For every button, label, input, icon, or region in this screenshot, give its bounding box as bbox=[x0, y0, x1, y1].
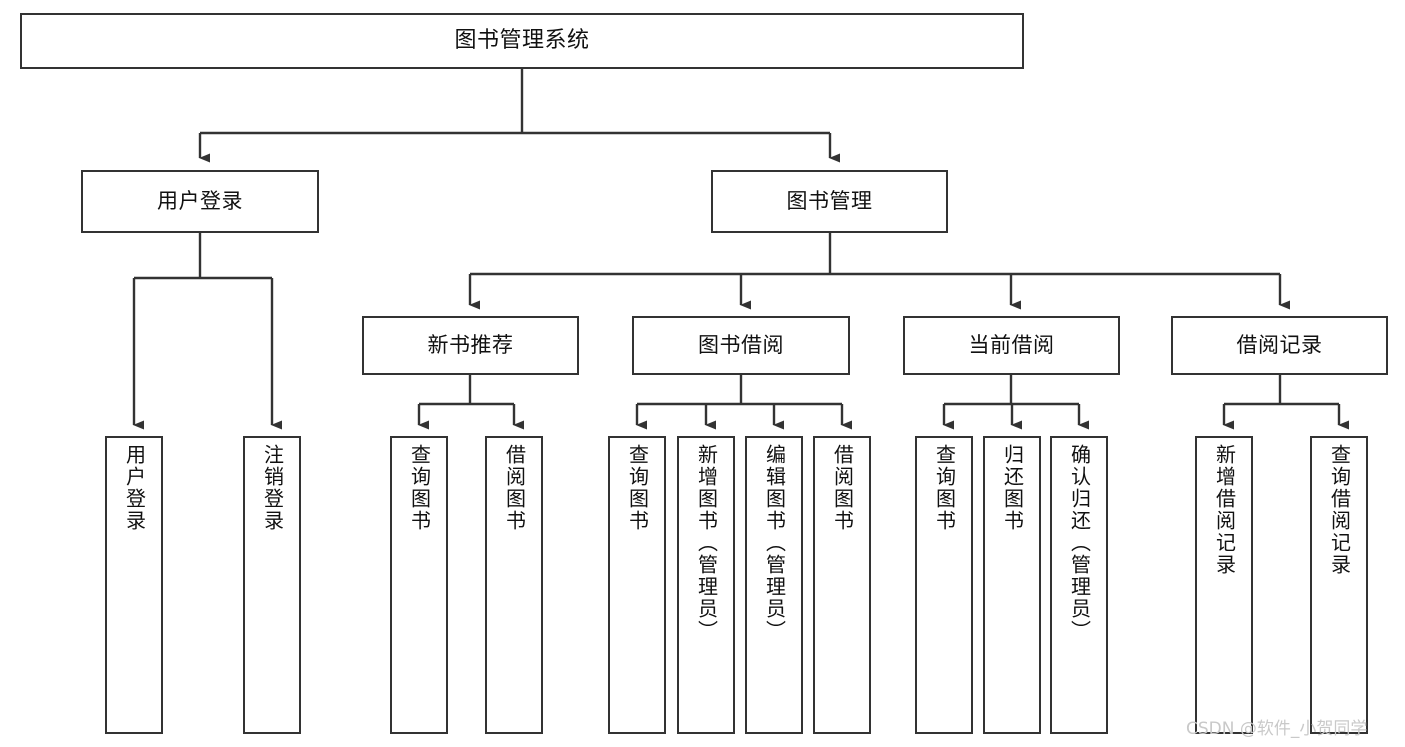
node-label: 图书管理 bbox=[786, 189, 873, 214]
node-label: 借阅图书 bbox=[830, 444, 855, 532]
node-label: 查询图书 bbox=[625, 444, 650, 532]
leaf-query-books-borrow[interactable]: 查询图书 bbox=[608, 436, 666, 734]
node-label: 新书推荐 bbox=[427, 333, 514, 358]
leaf-borrow-books[interactable]: 借阅图书 bbox=[813, 436, 871, 734]
node-label: 借阅图书 bbox=[502, 444, 527, 532]
node-current-borrow[interactable]: 当前借阅 bbox=[903, 316, 1120, 375]
node-new-book-recommendation[interactable]: 新书推荐 bbox=[362, 316, 579, 375]
node-label: 注销登录 bbox=[260, 444, 285, 532]
leaf-add-borrow-record[interactable]: 新增借阅记录 bbox=[1195, 436, 1253, 734]
node-label: 查询借阅记录 bbox=[1327, 444, 1352, 576]
leaf-query-books-recommend[interactable]: 查询图书 bbox=[390, 436, 448, 734]
node-label: 当前借阅 bbox=[968, 333, 1055, 358]
node-label: 图书管理系统 bbox=[454, 28, 590, 54]
node-label: 编辑图书（管理员） bbox=[762, 444, 787, 642]
node-label: 归还图书 bbox=[1000, 444, 1025, 532]
leaf-user-logout[interactable]: 注销登录 bbox=[243, 436, 301, 734]
leaf-user-login[interactable]: 用户登录 bbox=[105, 436, 163, 734]
leaf-query-books-current[interactable]: 查询图书 bbox=[915, 436, 973, 734]
node-label: 用户登录 bbox=[157, 189, 243, 214]
node-book-management[interactable]: 图书管理 bbox=[711, 170, 948, 233]
leaf-edit-book-admin[interactable]: 编辑图书（管理员） bbox=[745, 436, 803, 734]
node-label: 新增借阅记录 bbox=[1212, 444, 1237, 576]
node-label: 查询图书 bbox=[407, 444, 432, 532]
leaf-add-book-admin[interactable]: 新增图书（管理员） bbox=[677, 436, 735, 734]
node-book-borrow[interactable]: 图书借阅 bbox=[632, 316, 850, 375]
leaf-query-borrow-record[interactable]: 查询借阅记录 bbox=[1310, 436, 1368, 734]
node-label: 借阅记录 bbox=[1236, 333, 1323, 358]
watermark-text: CSDN @软件_小贺同学 bbox=[1186, 719, 1368, 739]
leaf-return-books[interactable]: 归还图书 bbox=[983, 436, 1041, 734]
node-label: 图书借阅 bbox=[698, 333, 784, 358]
node-label: 用户登录 bbox=[122, 444, 147, 532]
node-user-login[interactable]: 用户登录 bbox=[81, 170, 319, 233]
node-borrow-records[interactable]: 借阅记录 bbox=[1171, 316, 1388, 375]
leaf-borrow-books-recommend[interactable]: 借阅图书 bbox=[485, 436, 543, 734]
node-root-system[interactable]: 图书管理系统 bbox=[20, 13, 1024, 69]
leaf-confirm-return-admin[interactable]: 确认归还（管理员） bbox=[1050, 436, 1108, 734]
node-label: 确认归还（管理员） bbox=[1067, 444, 1092, 642]
node-label: 查询图书 bbox=[932, 444, 957, 532]
node-label: 新增图书（管理员） bbox=[694, 444, 719, 642]
